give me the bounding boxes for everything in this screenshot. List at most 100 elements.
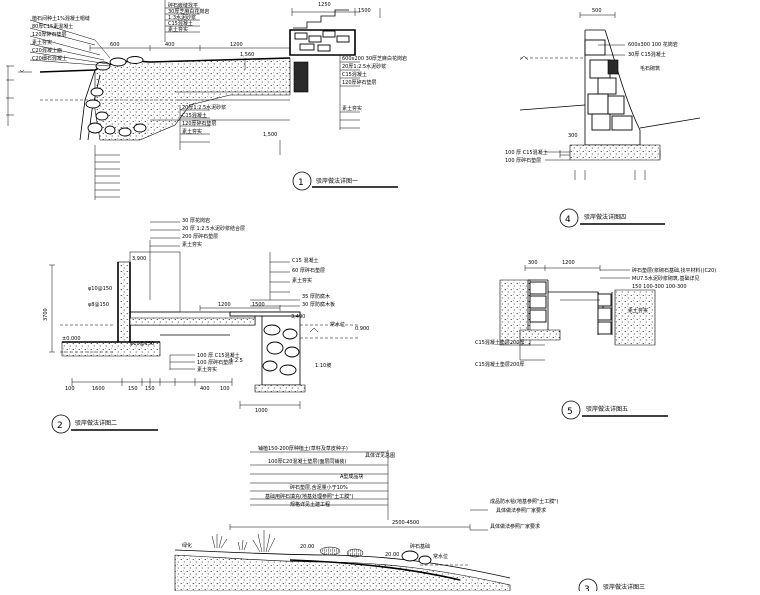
svg-text:400: 400 <box>200 386 210 392</box>
detail-1: 1250 1500 600 400 1200 1,560 1,500 <box>6 0 407 200</box>
svg-text:120厚碎石垫层: 120厚碎石垫层 <box>182 120 217 127</box>
svg-text:1,560: 1,560 <box>240 52 254 58</box>
detail-3-title: 驳岸做法详图三 <box>603 583 645 591</box>
svg-text:150 100-300 100-300: 150 100-300 100-300 <box>632 284 687 290</box>
svg-text:1:10坡: 1:10坡 <box>315 362 331 369</box>
svg-text:150: 150 <box>145 386 155 392</box>
svg-text:20.00: 20.00 <box>385 552 399 558</box>
svg-text:成品防水毯(地基参照"土工膜"): 成品防水毯(地基参照"土工膜") <box>490 498 559 505</box>
svg-text:2500-4500: 2500-4500 <box>392 520 419 526</box>
svg-text:素土夯实: 素土夯实 <box>292 277 312 284</box>
svg-text:0.900: 0.900 <box>355 326 369 332</box>
svg-text:1000: 1000 <box>255 408 268 414</box>
svg-text:20厚1:2.5水泥砂浆: 20厚1:2.5水泥砂浆 <box>182 104 226 111</box>
svg-text:300: 300 <box>568 133 578 139</box>
svg-text:φ8@150: φ8@150 <box>88 302 109 308</box>
svg-text:素土夯实: 素土夯实 <box>32 39 52 46</box>
svg-text:C15混凝土垫层200厚: C15混凝土垫层200厚 <box>475 361 524 368</box>
svg-text:20 厚 1:2.5: 20 厚 1:2.5 <box>182 226 209 232</box>
detail-5-title: 驳岸做法详图五 <box>586 405 628 413</box>
svg-text:1200: 1200 <box>218 302 231 308</box>
svg-text:30 厚防腐木板: 30 厚防腐木板 <box>302 301 335 308</box>
svg-text:600: 600 <box>110 42 120 48</box>
svg-text:素土夯实: 素土夯实 <box>182 128 202 135</box>
svg-text:100厚C20混凝土垫层(面层同铺装): 100厚C20混凝土垫层(面层同铺装) <box>268 458 346 465</box>
svg-text:30 厚花岗岩: 30 厚花岗岩 <box>182 217 210 224</box>
svg-text:1,500: 1,500 <box>263 132 277 138</box>
svg-text:30厚 C15混凝土: 30厚 C15混凝土 <box>628 51 666 58</box>
svg-text:C20混凝土面: C20混凝土面 <box>32 47 62 54</box>
svg-text:1250: 1250 <box>318 2 331 8</box>
detail-1-edge-block <box>293 61 309 93</box>
svg-text:C15混凝土: C15混凝土 <box>342 71 367 78</box>
svg-text:±0.000: ±0.000 <box>62 336 81 342</box>
detail-2-wall <box>117 261 131 343</box>
svg-text:1200: 1200 <box>562 260 575 266</box>
svg-text:C15混凝土: C15混凝土 <box>182 112 207 119</box>
detail-1-title-block: 1 驳岸做法详图一 <box>292 171 398 191</box>
svg-text:3,900: 3,900 <box>132 256 146 262</box>
detail-1-labels: 植石间种土1%混凝土帽缝 80厚C15素混凝土 120厚碎石垫层 素土夯实 C2… <box>32 2 407 135</box>
svg-text:1:2.5: 1:2.5 <box>230 358 243 364</box>
svg-text:30厚芝麻白花岗岩: 30厚芝麻白花岗岩 <box>168 8 209 15</box>
svg-text:100 厚 C15混凝土: 100 厚 C15混凝土 <box>505 149 548 156</box>
svg-text:1500: 1500 <box>358 8 371 14</box>
detail-4: 500 600x300 100 花岗岩 30厚 C15混凝土 毛石砌筑 100 … <box>505 8 701 228</box>
svg-text:具体做法参照厂家要求: 具体做法参照厂家要求 <box>496 507 546 514</box>
svg-text:碎石垫层,含泥量小于10%: 碎石垫层,含泥量小于10% <box>290 484 348 491</box>
detail-3: 铺植150-200厚种植土(草籽及草皮种子) 具体详见总图 100厚C20混凝土… <box>174 445 645 595</box>
svg-text:150: 150 <box>128 386 138 392</box>
svg-text:100 厚 C15混凝土: 100 厚 C15混凝土 <box>197 352 240 359</box>
detail-2-title-block: 2 驳岸做法详图二 <box>51 414 158 434</box>
detail-1-steps: 1250 1500 <box>289 2 381 56</box>
svg-text:3,490: 3,490 <box>291 314 305 320</box>
svg-text:1600: 1600 <box>92 386 105 392</box>
svg-text:3700: 3700 <box>43 308 49 321</box>
detail-4-number: 4 <box>565 215 571 225</box>
svg-text:600x300 100 花岗岩: 600x300 100 花岗岩 <box>628 41 678 48</box>
svg-text:具体做法参照厂家要求: 具体做法参照厂家要求 <box>490 523 540 530</box>
svg-text:20厚1:2.5水泥砂浆: 20厚1:2.5水泥砂浆 <box>342 63 386 70</box>
svg-text:素土夯实: 素土夯实 <box>342 105 362 112</box>
svg-text:400: 400 <box>165 42 175 48</box>
svg-text:A型成品块: A型成品块 <box>340 473 363 480</box>
svg-text:具体详见总图: 具体详见总图 <box>365 452 395 459</box>
detail-4-title-block: 4 驳岸做法详图四 <box>559 208 665 228</box>
svg-text:100 厚碎石垫层: 100 厚碎石垫层 <box>197 359 233 366</box>
svg-text:C15混凝土: C15混凝土 <box>168 20 193 27</box>
svg-text:φ10@150: φ10@150 <box>130 341 154 347</box>
svg-text:1:3水泥砂浆: 1:3水泥砂浆 <box>168 14 196 21</box>
svg-text:植石间种土1%混凝土帽缝: 植石间种土1%混凝土帽缝 <box>32 15 90 22</box>
svg-text:铺植150-200厚种植土(草籽及草皮种子): 铺植150-200厚种植土(草籽及草皮种子) <box>258 445 348 452</box>
svg-text:1200: 1200 <box>230 42 243 48</box>
svg-text:300: 300 <box>528 260 538 266</box>
svg-text:C15 混凝土: C15 混凝土 <box>292 257 318 264</box>
svg-text:20.00: 20.00 <box>300 544 314 550</box>
svg-text:1500: 1500 <box>252 302 265 308</box>
svg-text:100 厚碎石垫层: 100 厚碎石垫层 <box>505 157 541 164</box>
svg-text:120厚碎石垫层: 120厚碎石垫层 <box>342 79 377 86</box>
svg-text:规格详见土建工程: 规格详见土建工程 <box>290 501 330 508</box>
svg-text:C15混凝土垫层200厚: C15混凝土垫层200厚 <box>475 339 524 346</box>
detail-1-number: 1 <box>298 178 304 188</box>
svg-text:绿化: 绿化 <box>182 542 192 549</box>
detail-5: 300 1200 碎石垫层(浆砌石基础,找平材料)(C20) MU7.5水泥砂浆… <box>475 260 716 420</box>
svg-text:60 厚碎石垫层: 60 厚碎石垫层 <box>292 267 325 274</box>
svg-text:常水位: 常水位 <box>433 553 448 560</box>
svg-text:600x200 30厚芝麻白花岗岩: 600x200 30厚芝麻白花岗岩 <box>342 55 407 62</box>
detail-4-title: 驳岸做法详图四 <box>584 213 626 221</box>
svg-text:水泥砂浆结合层: 水泥砂浆结合层 <box>210 225 245 232</box>
svg-text:毛石砌筑: 毛石砌筑 <box>640 65 660 72</box>
detail-5-number: 5 <box>567 407 573 417</box>
svg-text:C20细石混凝土: C20细石混凝土 <box>32 55 67 62</box>
detail-1-title: 驳岸做法详图一 <box>316 177 358 185</box>
svg-text:φ10@150: φ10@150 <box>88 286 112 292</box>
svg-text:素土夯实: 素土夯实 <box>168 26 188 33</box>
svg-text:常水位: 常水位 <box>330 321 345 328</box>
detail-3-labels: 铺植150-200厚种植土(草籽及草皮种子) 具体详见总图 100厚C20混凝土… <box>182 445 559 560</box>
svg-text:碎石嵌缝找平: 碎石嵌缝找平 <box>168 2 198 9</box>
svg-text:200 厚碎石垫层: 200 厚碎石垫层 <box>182 233 218 240</box>
svg-text:35 厚防腐木: 35 厚防腐木 <box>302 293 330 300</box>
